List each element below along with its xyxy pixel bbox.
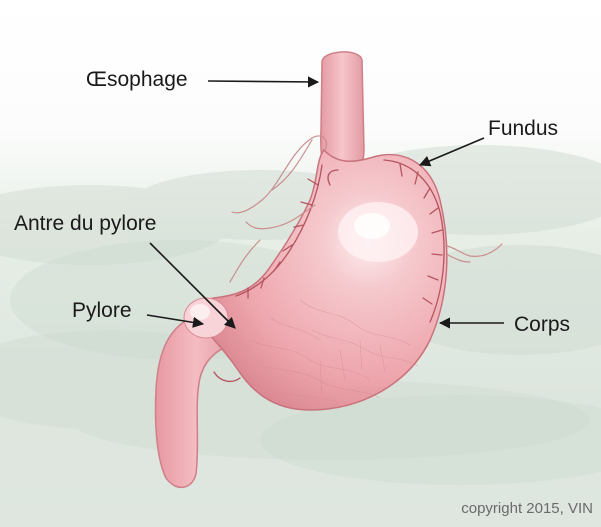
body-label: Corps [514, 314, 570, 335]
fundus-label: Fundus [488, 118, 558, 139]
oesophagus-arrow [208, 81, 318, 82]
stomach [199, 150, 447, 410]
fundus-arrow [420, 138, 484, 165]
antrum-label: Antre du pylore [14, 213, 156, 234]
oesophagus-label: Œsophage [86, 69, 188, 90]
pylorus-label: Pylore [72, 300, 132, 321]
copyright-notice: copyright 2015, VIN [461, 500, 593, 517]
